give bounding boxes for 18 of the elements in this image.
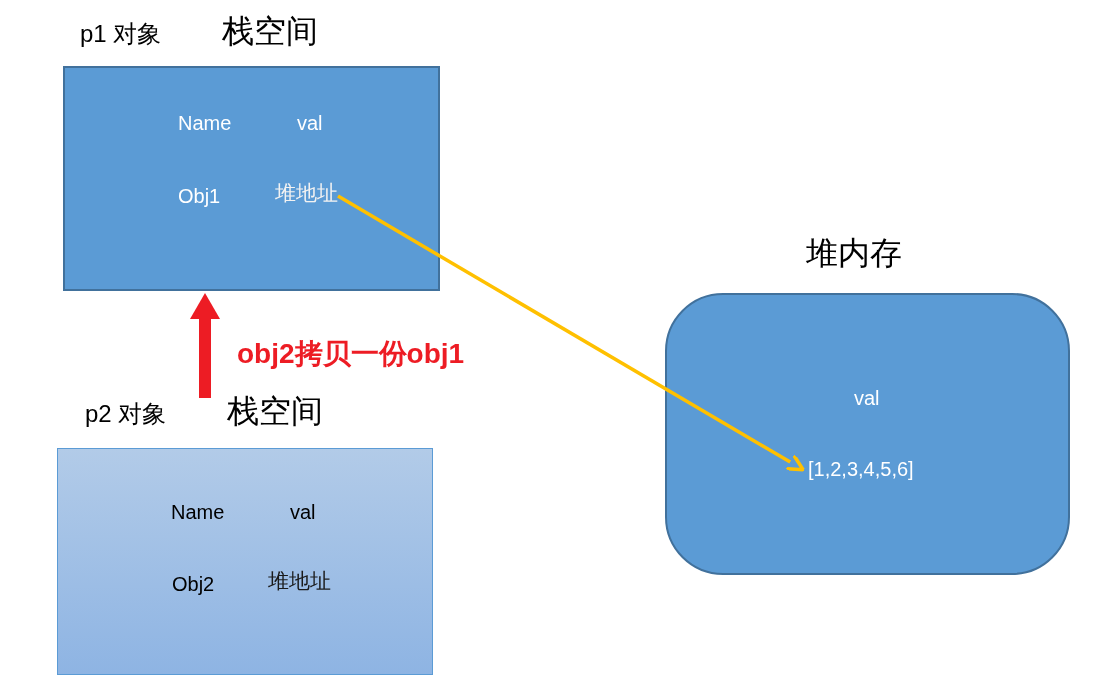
- object-heading: p2 对象: [85, 400, 167, 429]
- address-text: 堆地址: [275, 181, 338, 207]
- arrow: [337, 194, 805, 472]
- cell-text: Obj1: [178, 184, 221, 208]
- cell-text: Name: [171, 500, 225, 524]
- space-heading: 栈空间: [222, 12, 318, 51]
- value-text: val: [854, 386, 880, 410]
- array-text: [1,2,3,4,5,6]: [808, 457, 914, 481]
- block-arrow: [190, 293, 220, 398]
- object-heading: p1 对象: [80, 20, 162, 49]
- cell-text: Obj2: [172, 572, 215, 596]
- cell-text: 堆地址: [268, 569, 331, 595]
- cell-text: val: [297, 111, 323, 135]
- heap-heading: 堆内存: [806, 234, 902, 273]
- space-heading: 栈空间: [227, 392, 323, 431]
- edge-label: obj2拷贝一份obj1: [235, 337, 467, 371]
- cell-text: Name: [178, 111, 232, 135]
- cell-text: val: [290, 500, 316, 524]
